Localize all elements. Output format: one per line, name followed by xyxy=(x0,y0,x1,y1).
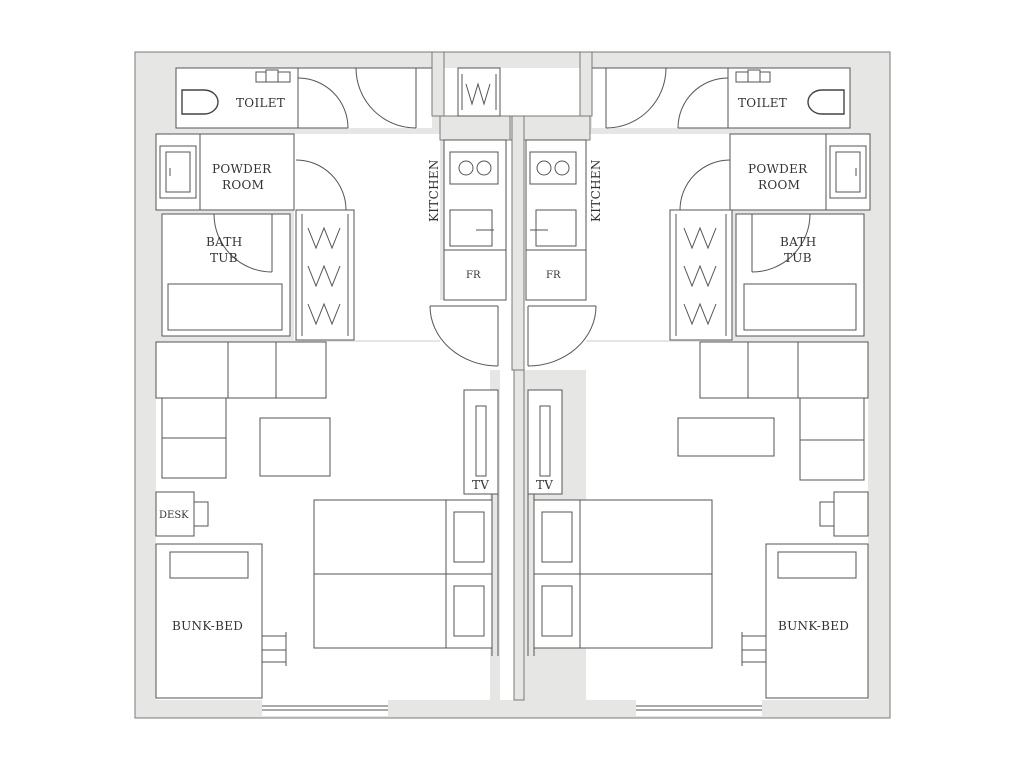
left-bath-label-2: TUB xyxy=(210,251,238,265)
left-bath-tub: BATH TUB xyxy=(161,213,291,337)
left-double-bed xyxy=(313,499,493,649)
right-powder-room: POWDER ROOM xyxy=(679,133,871,211)
right-fridge-label: FR xyxy=(546,270,561,281)
left-closet xyxy=(295,209,355,341)
left-fridge-label: FR xyxy=(466,270,481,281)
right-unit: TOILET POWDER ROOM BATH TUB xyxy=(525,67,871,711)
left-desk-label: DESK xyxy=(159,510,189,521)
right-double-bed xyxy=(533,499,713,649)
left-toilet-label: TOILET xyxy=(236,96,285,110)
left-bunk-label: BUNK-BED xyxy=(172,619,243,633)
right-bath-label-2: TUB xyxy=(784,251,812,265)
left-bath-label-1: BATH xyxy=(206,235,243,249)
left-tv-label: TV xyxy=(472,478,489,492)
right-tv-unit: TV xyxy=(527,389,563,656)
left-window xyxy=(262,705,388,711)
right-kitchen-label: KITCHEN xyxy=(589,159,603,222)
right-kitchen-door xyxy=(527,305,597,367)
left-kitchen: FR KITCHEN xyxy=(427,139,507,301)
left-desk: DESK xyxy=(155,491,209,537)
left-powder-label-2: ROOM xyxy=(222,178,264,192)
right-tv-label: TV xyxy=(536,478,553,492)
left-bunk-bed: BUNK-BED xyxy=(155,543,287,699)
entry-doors xyxy=(355,67,667,129)
right-powder-label-1: POWDER xyxy=(748,162,808,176)
left-coffee-table xyxy=(259,417,331,477)
right-desk xyxy=(819,491,869,537)
right-powder-label-2: ROOM xyxy=(758,178,800,192)
left-powder-label-1: POWDER xyxy=(212,162,272,176)
left-sofa xyxy=(155,341,327,479)
left-tv-unit: TV xyxy=(463,389,499,656)
right-bunk-bed: BUNK-BED xyxy=(741,543,869,699)
right-sofa xyxy=(699,341,869,481)
right-closet xyxy=(669,209,733,341)
right-toilet-label: TOILET xyxy=(738,96,787,110)
left-unit: TOILET POWDER ROOM BATH TUB xyxy=(155,67,507,711)
right-toilet: TOILET xyxy=(677,67,851,129)
left-kitchen-label: KITCHEN xyxy=(427,159,441,222)
right-window xyxy=(636,705,762,711)
left-powder-room: POWDER ROOM xyxy=(155,133,347,211)
right-kitchen: FR KITCHEN xyxy=(525,139,603,301)
corridor-closet xyxy=(457,67,501,117)
left-toilet: TOILET xyxy=(175,67,349,129)
right-bath-tub: BATH TUB xyxy=(735,213,865,337)
left-kitchen-door xyxy=(429,305,499,367)
right-coffee-table xyxy=(677,417,775,457)
right-bath-label-1: BATH xyxy=(780,235,817,249)
right-bunk-label: BUNK-BED xyxy=(778,619,849,633)
